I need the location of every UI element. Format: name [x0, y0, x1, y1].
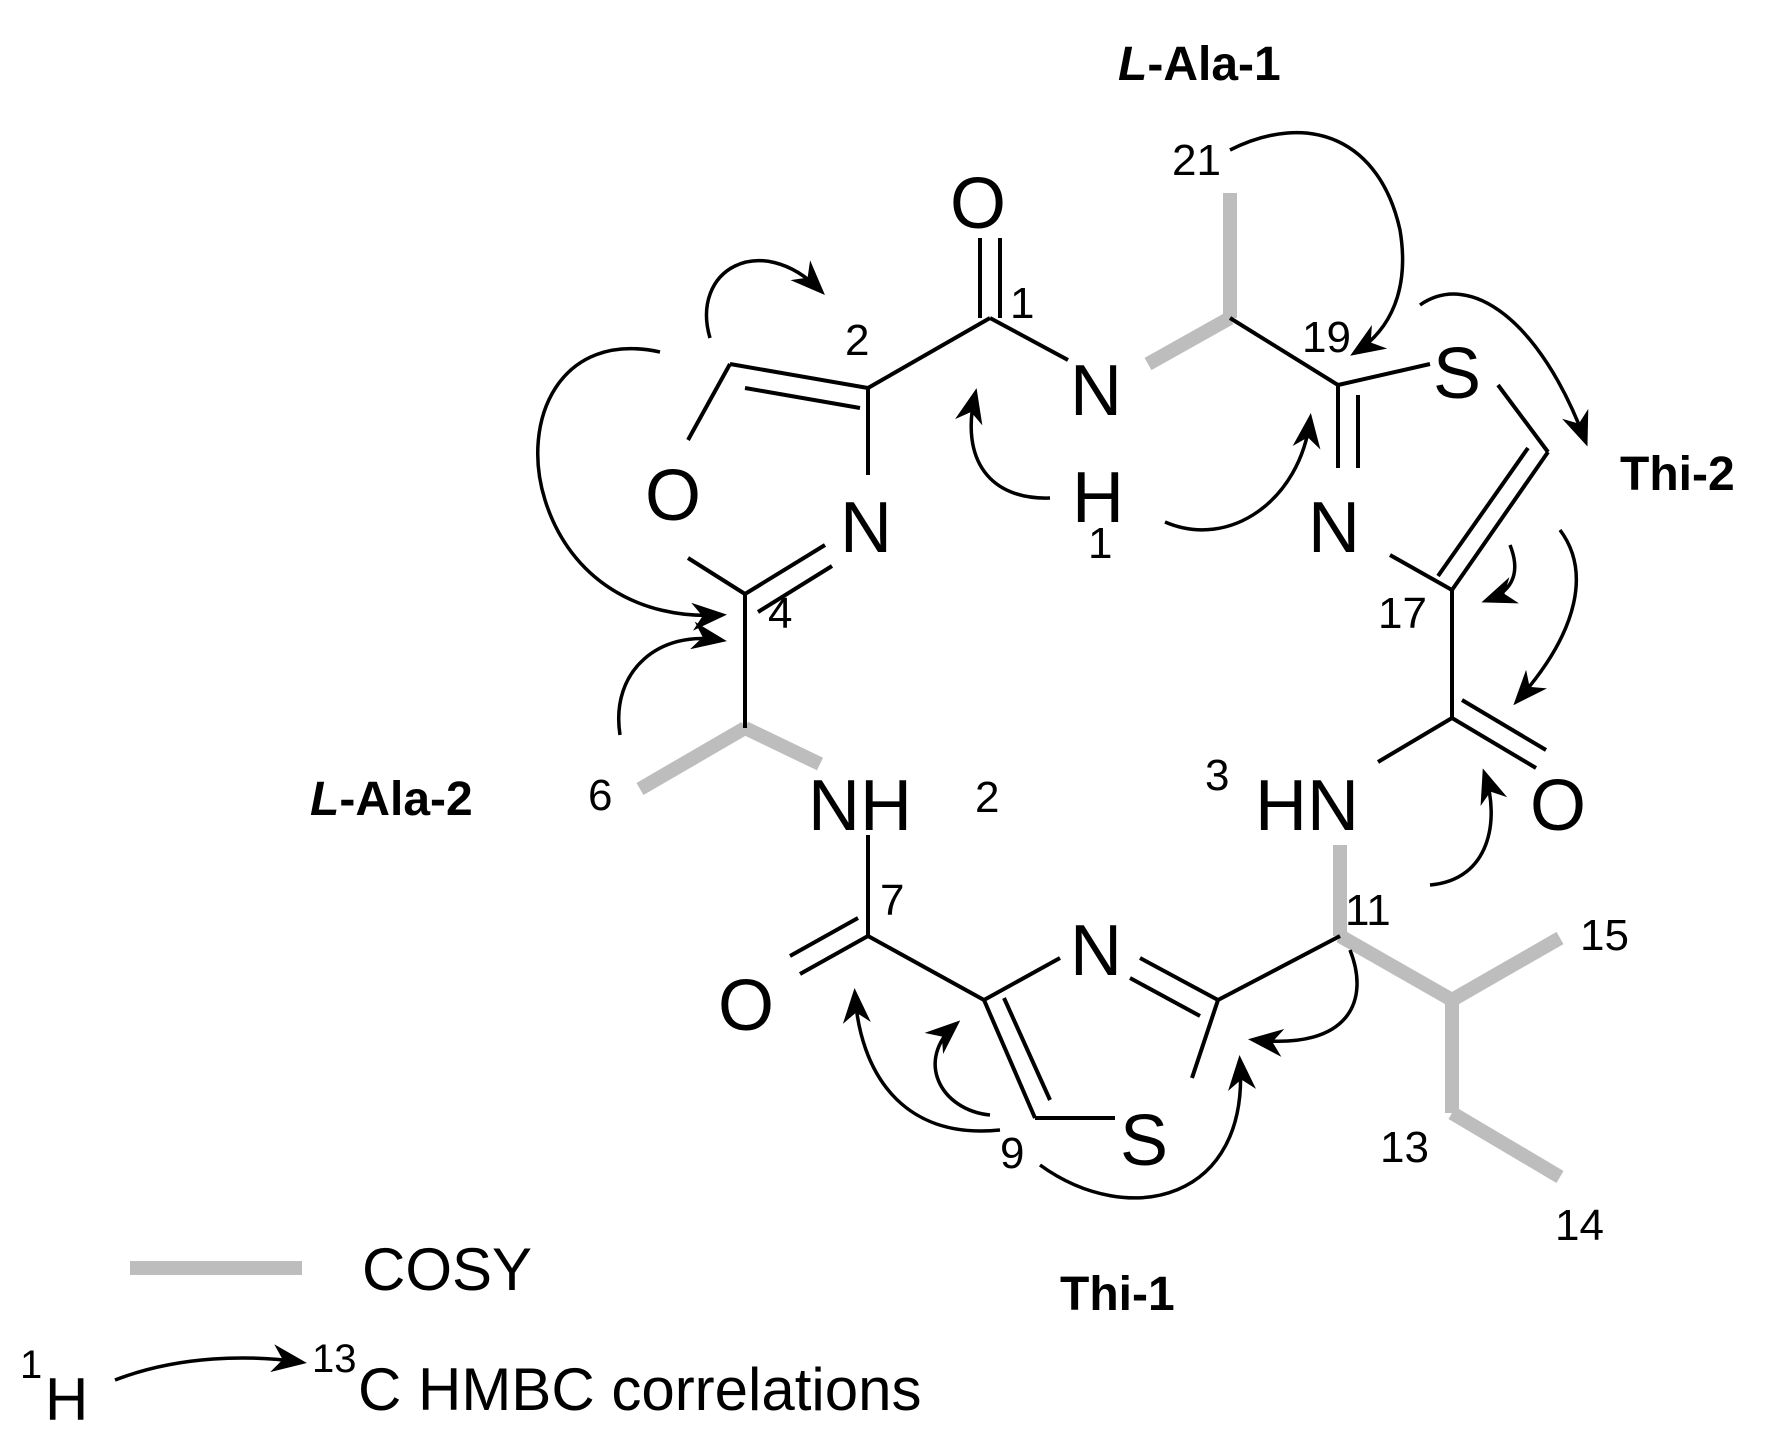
cosy-c5-nh2 [741, 721, 824, 771]
num-hn3-index: 3 [1205, 751, 1229, 800]
atom-hn3: HN [1255, 766, 1359, 846]
atom-n-thi2: N [1308, 488, 1360, 568]
num-2: 2 [845, 316, 869, 365]
atom-o-oxazole: O [645, 456, 701, 536]
hmbc-arrows [114, 130, 1589, 1382]
atom-n-oxazole: N [840, 488, 892, 568]
num-17: 17 [1378, 589, 1427, 638]
legend-c-sup: 13 [312, 1337, 357, 1381]
legend: COSY 1 H 13 C HMBC correlations [20, 1236, 921, 1433]
legend-h: H [45, 1366, 88, 1433]
atom-s-thi1: S [1120, 1101, 1168, 1181]
cosy-bonds [636, 193, 1564, 1184]
num-15: 15 [1580, 911, 1629, 960]
num-14: 14 [1555, 1201, 1604, 1250]
legend-h-sup: 1 [20, 1343, 42, 1387]
atom-o-carbonyl-right: O [1530, 766, 1586, 846]
atom-o-carbonyl7: O [718, 966, 774, 1046]
num-7: 7 [880, 876, 904, 925]
atom-labels: O N H O N S N NH HN O O N S [645, 164, 1586, 1181]
legend-hmbc-label: C HMBC correlations [358, 1356, 921, 1423]
num-h1: 1 [1088, 519, 1112, 568]
cosy-c11-c12 [1336, 929, 1456, 1007]
unit-thi2: Thi-2 [1620, 448, 1735, 501]
atom-h-amide1: H [1072, 458, 1124, 538]
atom-o-carbonyl1: O [950, 164, 1006, 244]
num-13: 13 [1380, 1123, 1429, 1172]
num-4: 4 [768, 589, 792, 638]
position-numbers: 1 2 4 6 7 9 11 13 14 15 17 19 21 1 2 3 [588, 136, 1629, 1250]
num-19: 19 [1302, 313, 1351, 362]
bonds [686, 238, 1550, 1120]
num-9: 9 [1000, 1129, 1024, 1178]
cosy-c13-c14 [1448, 1106, 1564, 1184]
atom-n-amide1: N [1070, 351, 1122, 431]
num-21: 21 [1172, 136, 1221, 185]
cosy-c20-nh1 [1144, 311, 1234, 371]
unit-labels: L-Ala-1 L-Ala-2 Thi-1 Thi-2 [310, 38, 1735, 1321]
unit-ala2: L-Ala-2 [310, 773, 473, 826]
num-nh2-index: 2 [975, 773, 999, 822]
cosy-c12-c15 [1448, 931, 1564, 1007]
legend-cosy-label: COSY [362, 1236, 532, 1303]
atom-nh2: NH [808, 766, 912, 846]
num-11: 11 [1345, 886, 1391, 935]
cosy-c6-c5 [636, 721, 749, 796]
num-6: 6 [588, 771, 612, 820]
atom-s-thi2: S [1433, 334, 1481, 414]
atom-n-thi1: N [1070, 911, 1122, 991]
num-1: 1 [1010, 279, 1034, 328]
unit-ala1: L-Ala-1 [1118, 38, 1281, 91]
unit-thi1: Thi-1 [1060, 1268, 1175, 1321]
